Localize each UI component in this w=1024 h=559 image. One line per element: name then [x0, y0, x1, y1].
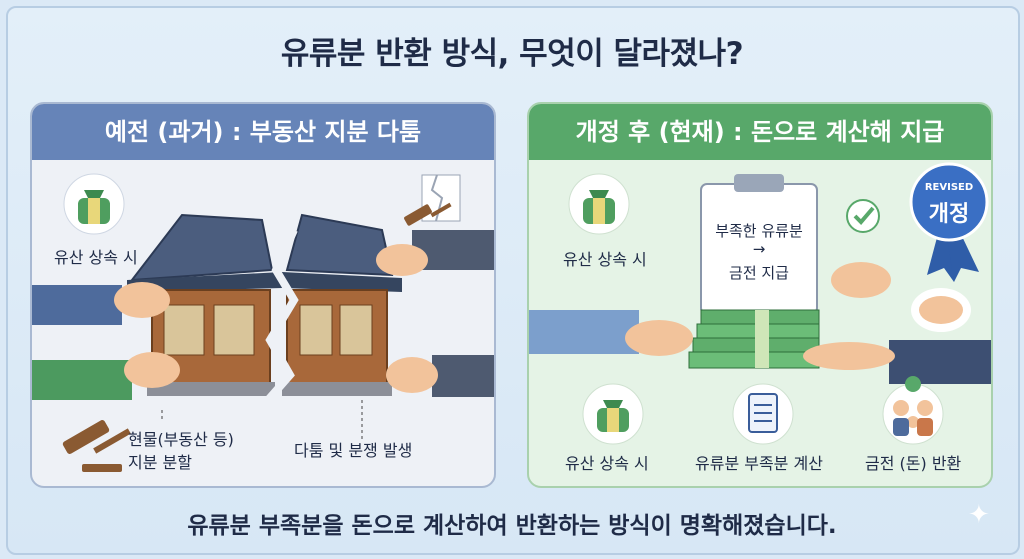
past-panel-header: 예전 (과거) : 부동산 지분 다툼	[32, 104, 494, 160]
hands-transfer	[529, 310, 991, 384]
clipboard-arrow: →	[752, 240, 766, 258]
present-scene-illustration	[529, 162, 991, 445]
badge-big-text: 개정	[928, 202, 970, 227]
gavel-document-icon	[404, 174, 461, 226]
step2-label: 유류분 부족분 계산	[695, 454, 823, 473]
past-panel: 예전 (과거) : 부동산 지분 다툼	[30, 102, 496, 488]
house-right-half	[282, 213, 402, 396]
clipboard-icon	[700, 174, 818, 315]
money-bag-icon	[63, 173, 125, 235]
sparkle-icon: ✦	[968, 500, 990, 530]
hands-pulling	[32, 230, 494, 400]
money-bag-icon-step1	[582, 383, 644, 445]
past-share-label-line2: 지분 분할	[128, 453, 192, 472]
check-icon	[846, 199, 880, 233]
checklist-icon-step2	[732, 383, 794, 445]
step1-label: 유산 상속 시	[565, 454, 649, 473]
clipboard-line2: 금전 지급	[729, 264, 789, 282]
present-panel-header: 개정 후 (현재) : 돈으로 계산해 지급	[529, 104, 991, 160]
gavel-icon	[62, 420, 131, 472]
footer-caption: 유류분 부족분을 돈으로 계산하여 반환하는 방식이 명확해졌습니다.	[187, 513, 837, 539]
page-title: 유류분 반환 방식, 무엇이 달라졌나?	[280, 36, 744, 72]
step3-label: 금전 (돈) 반환	[865, 454, 962, 473]
past-share-label-line1: 현물(부동산 등)	[128, 430, 234, 449]
present-inheritance-label: 유산 상속 시	[563, 250, 647, 269]
past-inheritance-label: 유산 상속 시	[54, 248, 138, 267]
handshake-icon	[831, 262, 971, 332]
family-icon-step3	[882, 376, 944, 445]
present-panel: 개정 후 (현재) : 돈으로 계산해 지급	[527, 102, 993, 488]
money-bag-icon	[568, 173, 630, 235]
past-scene-illustration	[32, 173, 494, 472]
house-left-half	[127, 213, 282, 396]
crack-line	[264, 228, 299, 403]
money-stack-icon	[688, 309, 820, 369]
clipboard-line1: 부족한 유류분	[715, 222, 803, 240]
revised-badge	[909, 162, 989, 282]
past-dispute-label: 다툼 및 분쟁 발생	[294, 441, 413, 460]
badge-small-text: REVISED	[924, 182, 974, 193]
